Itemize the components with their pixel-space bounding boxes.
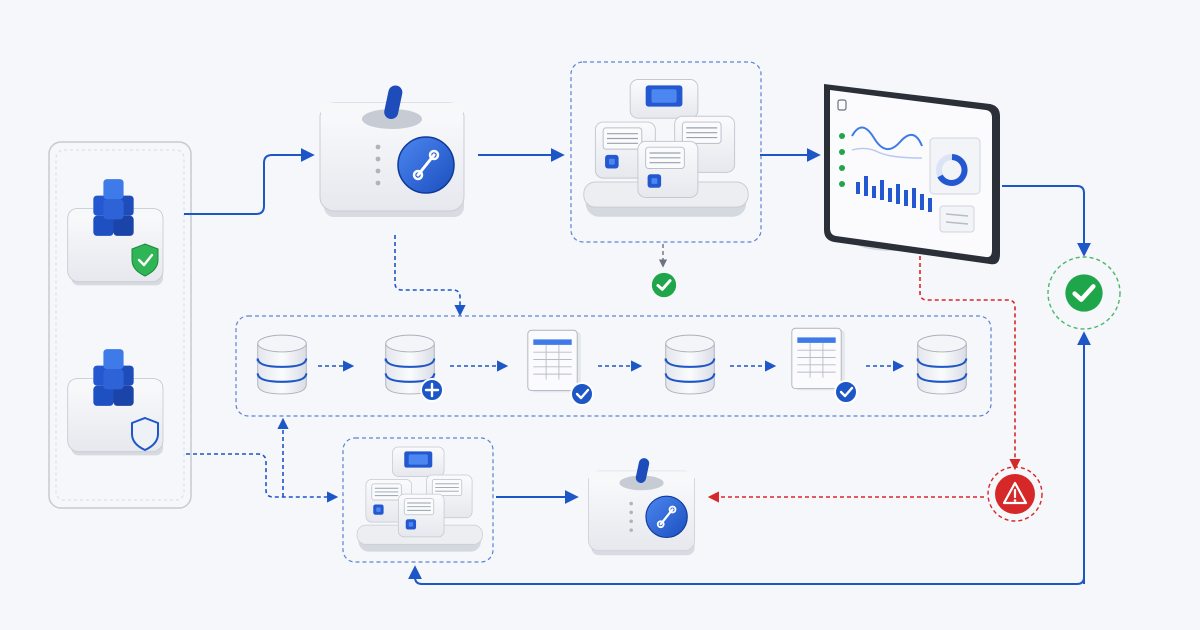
connector-source-to-gateway: [184, 148, 315, 215]
database-icon: [664, 334, 716, 396]
source-group-frame: [48, 141, 192, 509]
source-group-inner-frame: [55, 149, 185, 501]
connector-monitor-to-check: [1002, 185, 1091, 257]
alert-node: [987, 466, 1043, 522]
cluster-top-frame: [570, 61, 762, 243]
database-icon: [916, 334, 968, 396]
cluster-top-node: [584, 80, 748, 217]
cluster-check-icon: [651, 272, 677, 298]
database-icon: [256, 334, 308, 396]
source-top-node: [67, 178, 164, 286]
monitor-node: [824, 84, 1000, 265]
shield-check-icon: [131, 243, 159, 277]
dashboard-screen: [837, 99, 981, 233]
gateway-bottom-node: [587, 456, 696, 557]
table-icon: [791, 327, 846, 391]
check-badge-icon: [834, 380, 858, 404]
table-check-node-1: [527, 329, 594, 406]
table-icon: [527, 329, 582, 393]
warning-triangle-icon: [1002, 481, 1028, 505]
data-pipeline: [256, 327, 968, 406]
table-check-node-2: [791, 327, 858, 404]
database-plus-node: [384, 334, 444, 402]
check-badge-icon: [570, 382, 594, 406]
check-circle-icon: [1065, 274, 1102, 311]
connector-loop-back: [408, 334, 1085, 585]
cluster-bottom-node: [357, 447, 482, 552]
final-check-node: [1047, 256, 1121, 330]
gateway-top-node: [318, 82, 466, 219]
cluster-bottom-frame: [342, 437, 494, 563]
pipeline-frame: [235, 315, 992, 417]
connector-gateway-to-pipeline: [394, 235, 466, 317]
connector-source-to-cluster-bottom: [186, 453, 339, 503]
shield-icon: [131, 416, 159, 452]
source-bottom-node: [67, 348, 164, 456]
